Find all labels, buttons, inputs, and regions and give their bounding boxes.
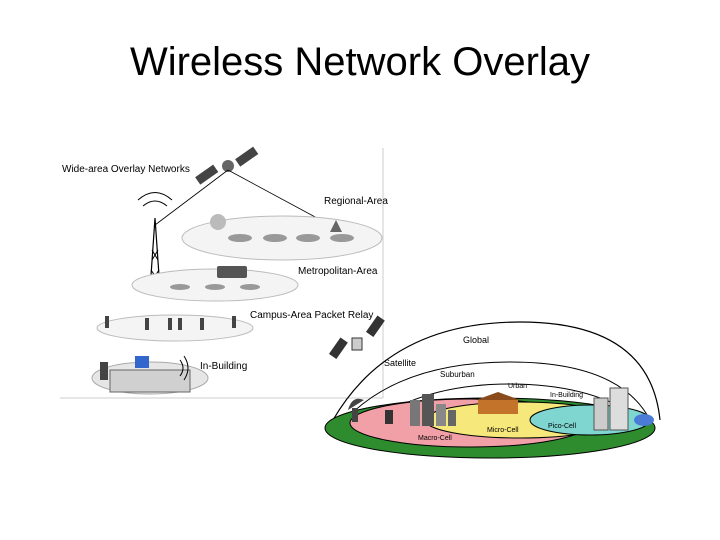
globe-icon (634, 414, 654, 426)
office-building-icon (593, 387, 629, 431)
van-icon (217, 266, 247, 278)
pico-cell-disk (529, 404, 651, 436)
satellite-icon (195, 146, 259, 185)
cell-disk (228, 234, 252, 242)
global-label: Global (463, 335, 489, 345)
satellite-icon (328, 315, 385, 360)
cell-disk (296, 234, 320, 242)
cell-disk (170, 284, 190, 290)
satellite-link (227, 169, 331, 226)
campus-area-label: Campus-Area Packet Relay (250, 310, 373, 321)
antenna-icon (330, 220, 342, 232)
satellite-link (154, 169, 229, 226)
satellite-label: Satellite (384, 358, 416, 368)
person-icon (100, 362, 108, 380)
cell-hierarchy-diagram: Global Satellite Suburban Urban In-Build… (324, 315, 661, 459)
suburban-label: Suburban (440, 370, 475, 379)
campus-antennas (105, 316, 236, 330)
houses-icon (476, 392, 520, 414)
in-building-label: In-Building (550, 392, 583, 399)
dish-icon (210, 214, 226, 230)
regional-area-label: Regional-Area (324, 196, 388, 207)
in-building-label: In-Building (200, 361, 247, 372)
signal-waves (179, 355, 189, 381)
dish-icon (348, 398, 364, 422)
campus-area-ellipse (96, 314, 254, 342)
building-floor (109, 369, 191, 393)
wide-area-overlay-diagram: Wide-area Overlay Networks Regional-Area (60, 146, 388, 399)
cell-disk (240, 284, 260, 290)
computer-icon (135, 356, 149, 368)
urban-label: Urban (508, 383, 527, 390)
micro-cell-label: Micro-Cell (487, 427, 519, 434)
cell-disk (205, 284, 225, 290)
cell-disk (263, 234, 287, 242)
slide-title: Wireless Network Overlay (129, 40, 591, 84)
cell-disk (330, 234, 354, 242)
city-buildings-icon (385, 394, 456, 426)
pico-cell-label: Pico-Cell (548, 423, 576, 430)
macro-cell-label: Macro-Cell (418, 435, 452, 442)
global-dome (332, 321, 661, 421)
wide-area-heading: Wide-area Overlay Networks (62, 164, 190, 175)
metro-area-label: Metropolitan-Area (298, 266, 378, 277)
